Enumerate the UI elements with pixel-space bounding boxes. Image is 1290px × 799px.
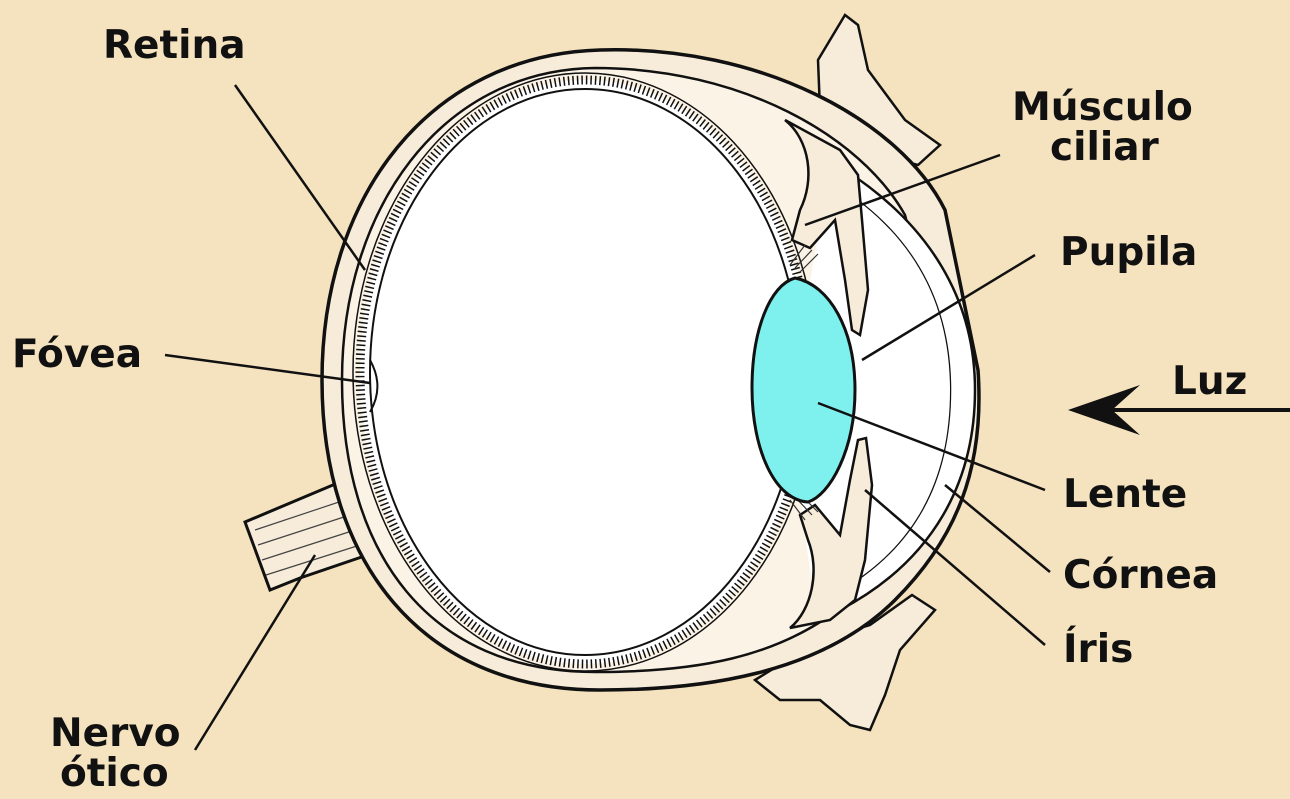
label-nervo-otico-line2: ótico	[50, 754, 181, 794]
label-nervo-otico: Nervo ótico	[50, 714, 181, 794]
label-lente: Lente	[1063, 475, 1187, 515]
label-pupila: Pupila	[1060, 233, 1197, 273]
label-musculo-ciliar-line1: Músculo	[1012, 88, 1193, 128]
vitreous-body	[375, 94, 795, 650]
label-iris: Íris	[1063, 630, 1133, 670]
label-nervo-otico-line1: Nervo	[50, 714, 181, 754]
label-fovea: Fóvea	[12, 335, 142, 375]
label-retina: Retina	[103, 26, 246, 66]
label-musculo-ciliar-line2: ciliar	[1012, 128, 1193, 168]
retina-pointer	[235, 85, 365, 270]
label-musculo-ciliar: Músculo ciliar	[1012, 88, 1193, 168]
cornea-pointer	[945, 485, 1050, 572]
label-luz: Luz	[1172, 362, 1247, 402]
label-cornea: Córnea	[1063, 556, 1218, 596]
nervo-otico-pointer	[195, 555, 315, 750]
